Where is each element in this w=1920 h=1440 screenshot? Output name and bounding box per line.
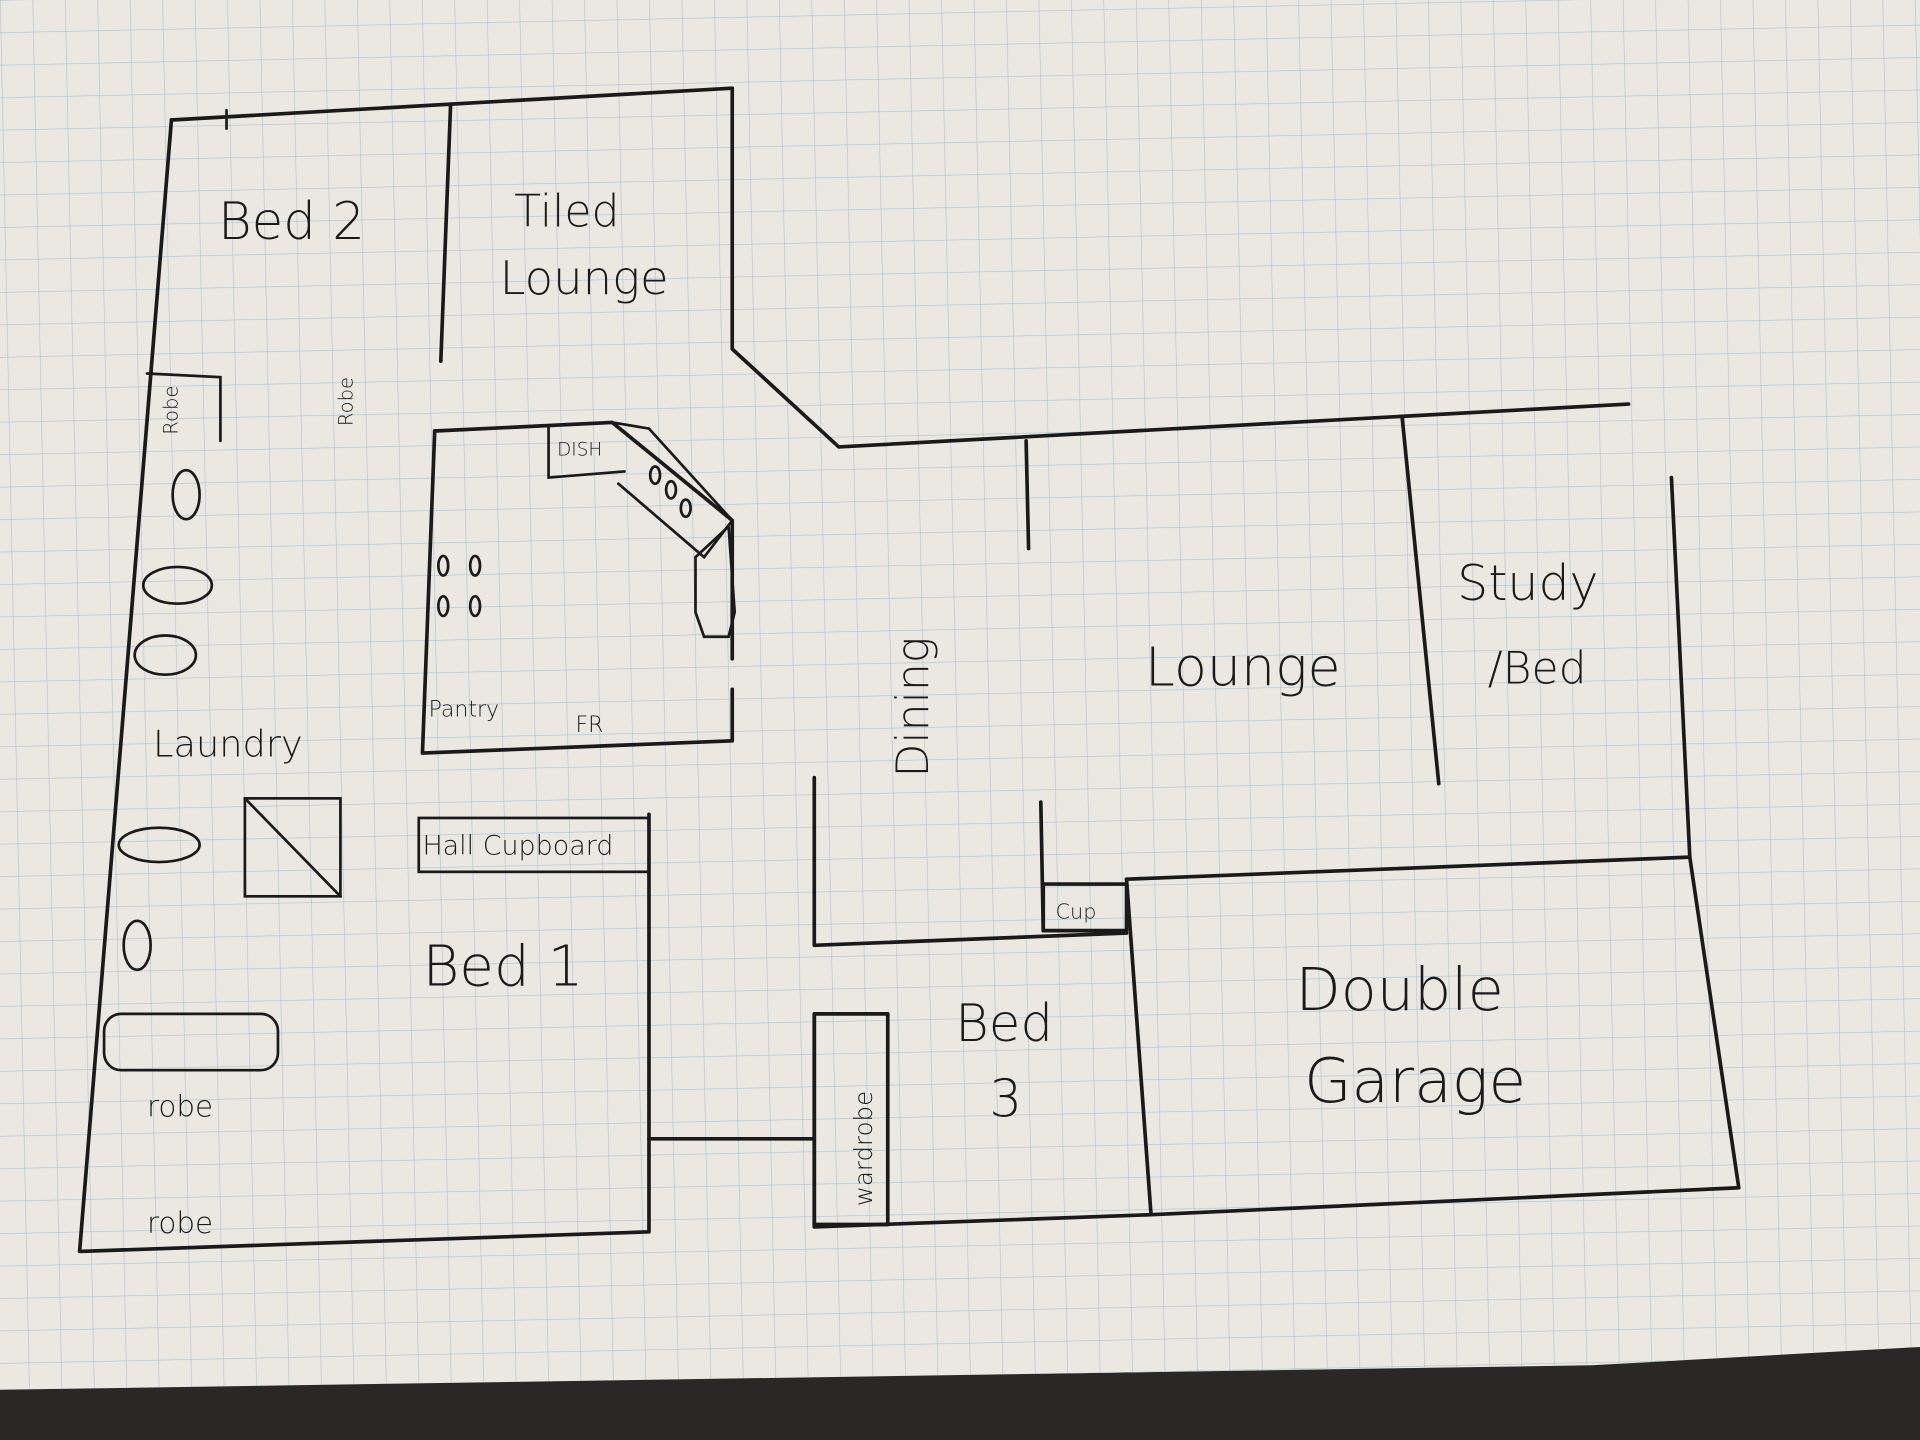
label-double: Double [1296, 955, 1504, 1024]
stove-icon [437, 465, 692, 618]
label-laundry: Laundry [153, 723, 303, 766]
label-cup: Cup [1056, 899, 1097, 923]
label-tiled: Tiled [514, 187, 619, 238]
toilet-icon [171, 468, 201, 521]
label-lounge: Lounge [1145, 636, 1341, 699]
label-study-bed: /Bed [1488, 643, 1587, 694]
label-bed1: Bed 1 [422, 935, 583, 1000]
label-robe-d: robe [147, 1206, 213, 1240]
kitchen [420, 420, 737, 755]
label-study: Study [1457, 555, 1598, 612]
label-hall-cupboard: Hall Cupboard [422, 831, 613, 862]
label-bed3-number: 3 [989, 1070, 1022, 1130]
basin-icon [133, 634, 198, 677]
label-garage: Garage [1304, 1046, 1526, 1117]
hall-cupboard-box [417, 816, 651, 874]
label-bed3: Bed [955, 994, 1053, 1054]
bathtub-icon [102, 1012, 280, 1072]
room-labels: Bed 2 Tiled Lounge Robe Robe DISH Pantry… [147, 187, 1599, 1241]
label-fridge: FR [576, 713, 604, 738]
label-tiled-lounge: Lounge [500, 251, 669, 305]
label-bed2: Bed 2 [218, 192, 365, 252]
bathroom-fixtures [102, 372, 651, 1072]
label-pantry: Pantry [429, 697, 500, 722]
basin-icon [141, 565, 214, 606]
walls [77, 86, 1741, 1254]
basin-icon [117, 826, 201, 864]
label-robe-b: Robe [335, 377, 358, 426]
label-dish: DISH [557, 440, 602, 461]
paper-sheet [0, 0, 1920, 1390]
label-robe-c: robe [147, 1090, 213, 1124]
label-robe-a: Robe [160, 386, 183, 435]
label-wardrobe: wardrobe [849, 1091, 878, 1206]
toilet-icon [122, 919, 152, 972]
label-dining: Dining [888, 637, 939, 778]
